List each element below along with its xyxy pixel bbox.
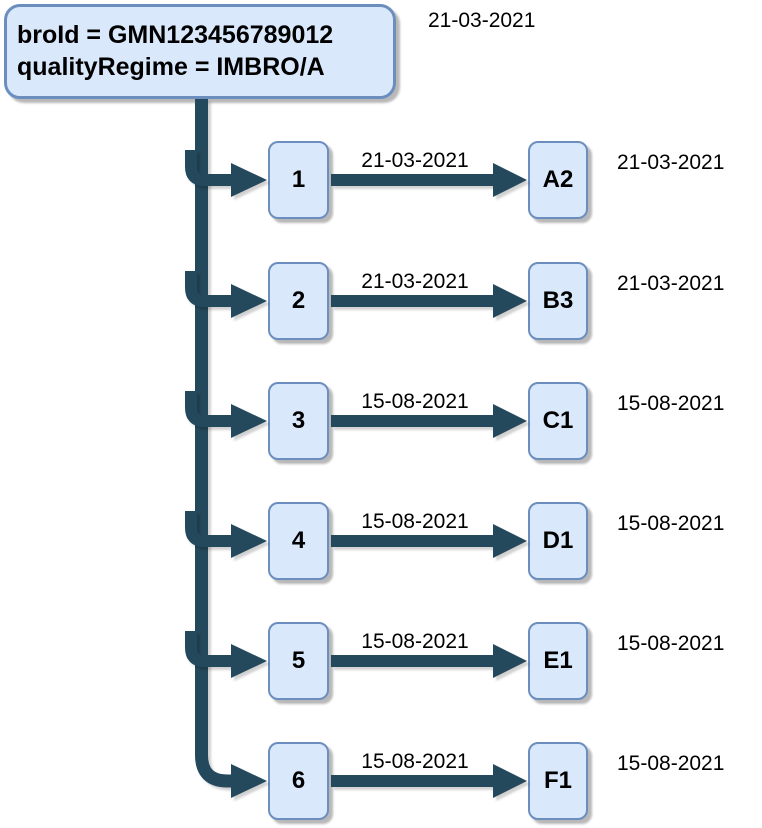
number-node-5: 5	[268, 622, 329, 700]
code-node-F1: F1	[528, 742, 588, 820]
diagram-row-2: 2 21-03-2021 B3 21-03-2021	[0, 262, 762, 340]
root-date-label: 21-03-2021	[428, 9, 536, 32]
number-node-3: 3	[268, 382, 329, 460]
code-node-D1: D1	[528, 502, 588, 580]
diagram-row-6: 6 15-08-2021 F1 15-08-2021	[0, 742, 762, 820]
code-node-label: A2	[542, 166, 574, 193]
right-date-label-2: 21-03-2021	[617, 272, 725, 295]
code-node-label: E1	[543, 647, 573, 674]
code-node-label: C1	[542, 407, 574, 434]
diagram-row-1: 1 21-03-2021 A2 21-03-2021	[0, 141, 762, 219]
edge-date-label-3: 15-08-2021	[361, 390, 469, 413]
right-date-label-5: 15-08-2021	[617, 632, 725, 655]
number-node-label: 2	[291, 287, 306, 314]
number-node-label: 5	[291, 647, 306, 674]
root-node-line2: qualityRegime = IMBRO/A	[17, 53, 325, 81]
edge-date-label-1: 21-03-2021	[361, 149, 469, 172]
code-node-A2: A2	[528, 141, 588, 219]
code-node-C1: C1	[528, 382, 588, 460]
code-node-E1: E1	[528, 622, 588, 700]
right-date-label-6: 15-08-2021	[617, 752, 725, 775]
right-date-label-4: 15-08-2021	[617, 512, 725, 535]
number-node-6: 6	[268, 742, 329, 820]
root-node: broId = GMN123456789012 qualityRegime = …	[4, 4, 396, 99]
code-node-label: F1	[543, 767, 572, 794]
number-node-1: 1	[268, 141, 329, 219]
edge-date-label-6: 15-08-2021	[361, 750, 469, 773]
code-node-label: D1	[542, 527, 574, 554]
number-node-4: 4	[268, 502, 329, 580]
edge-date-label-2: 21-03-2021	[361, 270, 469, 293]
edge-date-label-5: 15-08-2021	[361, 630, 469, 653]
edge-date-label-4: 15-08-2021	[361, 510, 469, 533]
diagram-row-3: 3 15-08-2021 C1 15-08-2021	[0, 382, 762, 460]
code-node-B3: B3	[528, 262, 588, 340]
code-node-label: B3	[542, 287, 574, 314]
right-date-label-1: 21-03-2021	[617, 151, 725, 174]
diagram-row-4: 4 15-08-2021 D1 15-08-2021	[0, 502, 762, 580]
number-node-label: 6	[291, 767, 306, 794]
number-node-label: 1	[291, 166, 306, 193]
root-node-line1: broId = GMN123456789012	[17, 21, 334, 49]
right-date-label-3: 15-08-2021	[617, 392, 725, 415]
number-node-label: 3	[291, 407, 306, 434]
diagram-row-5: 5 15-08-2021 E1 15-08-2021	[0, 622, 762, 700]
number-node-2: 2	[268, 262, 329, 340]
number-node-label: 4	[291, 527, 306, 554]
